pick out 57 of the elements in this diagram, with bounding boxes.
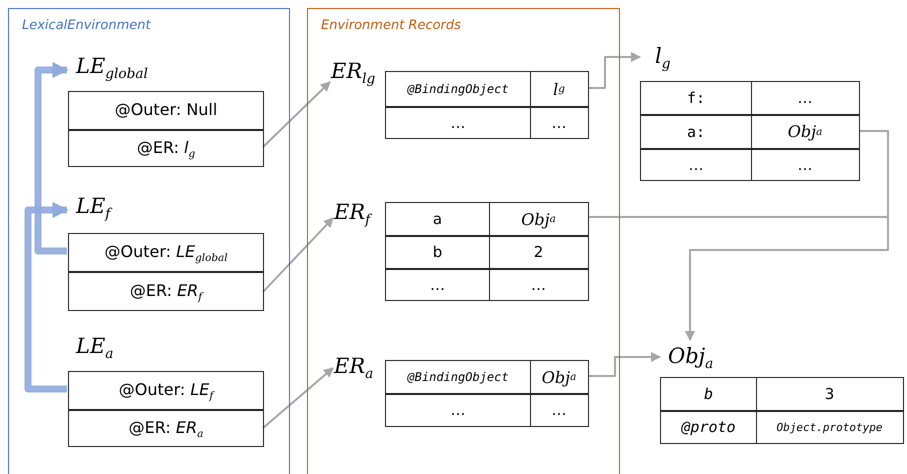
table-row — [660, 377, 904, 412]
table-row: @ER: ER$_{a}$ — [68, 409, 264, 447]
table-cell: f: — [642, 82, 752, 114]
record-title: ER$_{lg}$ — [331, 61, 376, 87]
table-row — [640, 148, 860, 181]
table-row: @Outer: Null — [68, 91, 264, 130]
arrow — [588, 52, 641, 89]
table-cell: … — [386, 269, 490, 300]
table-row — [640, 81, 860, 116]
table-row — [640, 114, 860, 150]
table-cell-text: 2 — [532, 242, 544, 264]
record-title: l$_{g}$ — [655, 46, 670, 72]
arrow — [262, 367, 334, 429]
table-cell-text: … — [530, 274, 547, 296]
table-row: @ER: l$_{g}$ — [68, 129, 264, 167]
table-cell-text: 3 — [824, 384, 836, 406]
table-cell-text: … — [550, 112, 568, 134]
panel — [307, 8, 620, 474]
table-cell: @BindingObject — [386, 361, 530, 394]
table-cell: … — [386, 394, 530, 426]
table-cell: b — [386, 236, 490, 268]
table-row — [385, 268, 589, 301]
arrow — [588, 216, 889, 341]
panel-title: LexicalEnvironment — [22, 18, 151, 33]
table-cell-text: … — [796, 88, 814, 110]
table-cell: @BindingObject — [386, 72, 530, 106]
table-row — [385, 393, 589, 427]
panel-title: Environment Records — [321, 18, 461, 33]
arrow — [588, 352, 661, 377]
table-row: @Outer: LE$_{f}$ — [68, 371, 264, 410]
table-cell-text: … — [796, 154, 814, 176]
arrow — [262, 81, 331, 148]
table-cell: @proto — [662, 411, 756, 443]
table-cell: … — [642, 149, 752, 180]
record-title: ER$_{a}$ — [334, 356, 374, 382]
table-row — [660, 410, 904, 444]
table-row: @Outer: LE$_{global}$ — [68, 233, 264, 272]
table-cell: … — [386, 107, 530, 138]
panel — [8, 8, 290, 474]
record-title: Obj$_{a}$ — [668, 346, 714, 372]
record-title: LE$_{f}$ — [76, 196, 110, 222]
table-row — [385, 360, 589, 394]
table-row — [385, 202, 589, 236]
record-title: ER$_{f}$ — [334, 202, 370, 228]
record-title: LE$_{global}$ — [76, 56, 148, 82]
table-row — [385, 71, 589, 108]
table-row — [385, 106, 589, 139]
arrow — [24, 202, 69, 392]
table-row — [385, 235, 589, 270]
arrow — [262, 217, 334, 293]
table-cell: a — [386, 203, 490, 236]
table-cell: a: — [642, 115, 752, 148]
record-title: LE$_{a}$ — [76, 336, 114, 362]
table-cell-text: Object.prototype — [776, 420, 884, 436]
table-row: @ER: ER$_{f}$ — [68, 271, 264, 311]
table-cell: b — [662, 378, 756, 410]
table-cell-text: … — [550, 400, 568, 421]
